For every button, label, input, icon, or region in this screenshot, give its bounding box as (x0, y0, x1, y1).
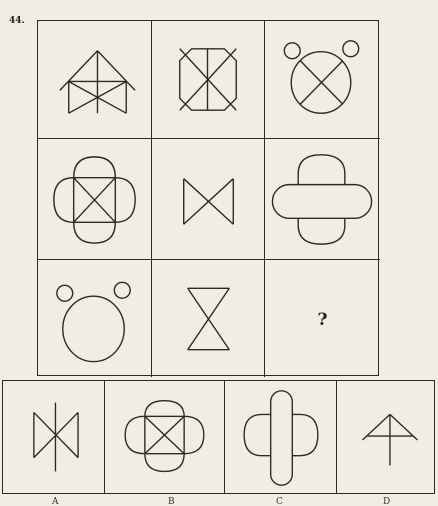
matrix-cell-r3c2 (152, 260, 265, 377)
circle-with-ears-figure (38, 260, 151, 377)
figure-matrix: ? (37, 20, 379, 376)
rounded-cross-with-boxed-x-figure (38, 139, 151, 259)
roof-arrow-with-x-figure (38, 21, 151, 138)
option-c-label: C (276, 497, 283, 506)
option-b-label: B (168, 497, 175, 506)
matrix-cell-r1c3 (265, 21, 380, 139)
option-a[interactable] (3, 381, 105, 493)
missing-figure-marker: ? (265, 310, 380, 330)
circle-with-ears-and-x-figure (265, 21, 380, 138)
vertical-capsule-over-horizontal-capsule-figure (225, 381, 336, 493)
answer-options (2, 380, 435, 494)
matrix-cell-r2c3 (265, 139, 380, 260)
matrix-cell-r2c2 (152, 139, 265, 260)
bowtie-with-vertical-line-figure (3, 381, 104, 493)
option-a-label: A (52, 497, 59, 506)
option-d[interactable] (337, 381, 436, 493)
matrix-cell-r3c1 (38, 260, 152, 377)
question-number: 44. (9, 16, 25, 26)
horizontal-capsule-over-vertical-capsule-figure (265, 139, 380, 259)
roof-arrow-figure (337, 381, 436, 493)
option-b[interactable] (105, 381, 225, 493)
octagon-with-x-figure (152, 21, 264, 138)
option-d-label: D (383, 497, 390, 506)
bowtie-figure (152, 139, 264, 259)
matrix-cell-missing: ? (265, 260, 380, 377)
option-c[interactable] (225, 381, 337, 493)
matrix-cell-r1c2 (152, 21, 265, 139)
matrix-cell-r2c1 (38, 139, 152, 260)
hourglass-figure (152, 260, 264, 377)
rounded-cross-with-boxed-x-figure (105, 381, 224, 493)
matrix-cell-r1c1 (38, 21, 152, 139)
